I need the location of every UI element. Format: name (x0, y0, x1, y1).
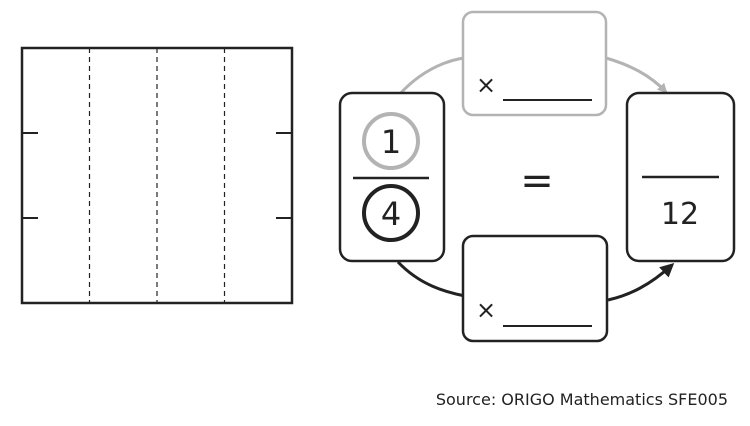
denominator-arrow (396, 262, 672, 302)
result-denominator: 12 (661, 197, 699, 232)
fraction-denominator: 4 (381, 195, 401, 233)
denominator-circle (362, 184, 420, 242)
fraction-card: 1 4 (338, 91, 446, 263)
numerator-circle (362, 112, 420, 170)
bottom-operator-card: × (461, 234, 609, 343)
source-caption: Source: ORIGO Mathematics SFE005 (435, 390, 728, 409)
area-model (20, 46, 294, 305)
top-operator-card: × (461, 10, 608, 117)
fraction-numerator: 1 (381, 123, 401, 161)
result-card: 12 (625, 91, 736, 263)
equals-sign: = (520, 158, 554, 204)
top-multiply-sign: × (476, 71, 496, 99)
bottom-multiply-sign: × (476, 296, 496, 324)
